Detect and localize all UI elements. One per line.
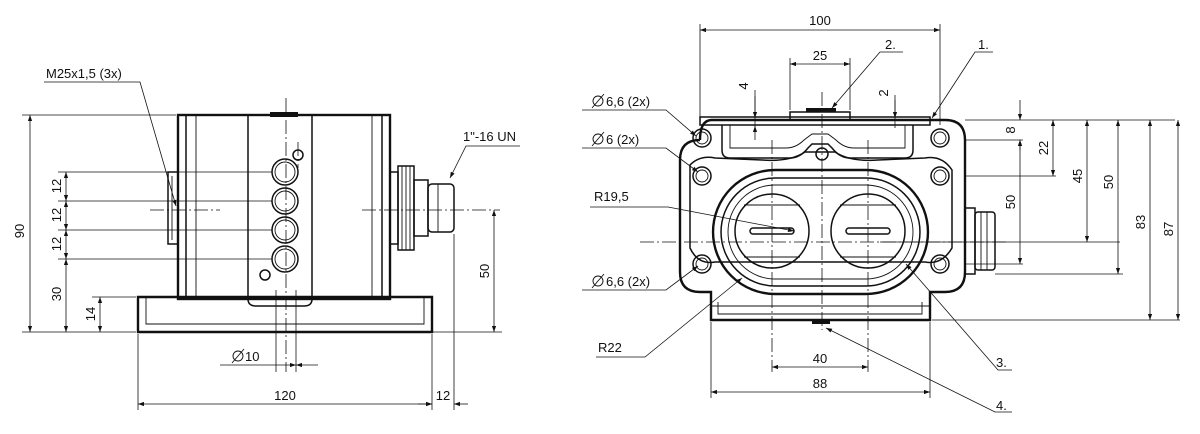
dim-100: 100 bbox=[809, 13, 831, 28]
dim-22: 22 bbox=[1036, 141, 1051, 155]
dim-12c: 12 bbox=[49, 237, 64, 251]
diameter-10-label: 10 bbox=[231, 348, 259, 364]
dim-50-right: 50 bbox=[1101, 175, 1116, 189]
dim-50-left: 50 bbox=[477, 264, 492, 278]
dim-dia-66-bottom: 6,6 (2x) bbox=[606, 274, 650, 289]
dim-dia-10: 10 bbox=[245, 349, 259, 364]
thread-m25-label: M25x1,5 (3x) bbox=[46, 66, 122, 81]
dim-90: 90 bbox=[12, 224, 27, 238]
dim-4: 4 bbox=[736, 82, 751, 89]
dim-83: 83 bbox=[1133, 215, 1148, 229]
dim-25: 25 bbox=[813, 48, 827, 63]
dim-8: 8 bbox=[1003, 126, 1018, 133]
dim-30: 30 bbox=[49, 287, 64, 301]
diameter-6-label: 6 (2x) bbox=[591, 131, 639, 147]
dim-2: 2 bbox=[876, 89, 891, 96]
dim-40: 40 bbox=[813, 351, 827, 366]
dim-dia-66-top: 6,6 (2x) bbox=[606, 94, 650, 109]
dim-dia-6: 6 (2x) bbox=[606, 132, 639, 147]
dim-50-inner: 50 bbox=[1003, 195, 1018, 209]
dim-12-right: 12 bbox=[436, 388, 450, 403]
dim-120: 120 bbox=[274, 388, 296, 403]
radius-195-label: R19,5 bbox=[594, 189, 629, 204]
diameter-66-top-label: 6,6 (2x) bbox=[591, 93, 650, 109]
side-view: M25x1,5 (3x) 1"-16 UN 90 12 12 12 30 14 … bbox=[12, 66, 520, 410]
dim-45: 45 bbox=[1070, 169, 1085, 183]
dim-12b: 12 bbox=[49, 208, 64, 222]
radius-22-label: R22 bbox=[598, 340, 622, 355]
callout-1: 1. bbox=[978, 37, 989, 52]
callout-4: 4. bbox=[996, 398, 1007, 413]
dim-14: 14 bbox=[83, 307, 98, 321]
front-view: 100 25 4 2 8 50 22 45 50 83 87 40 88 6,6… bbox=[582, 13, 1181, 413]
dim-88: 88 bbox=[813, 376, 827, 391]
diameter-66-bottom-label: 6,6 (2x) bbox=[591, 273, 650, 289]
dim-12a: 12 bbox=[49, 179, 64, 193]
callout-3: 3. bbox=[996, 355, 1007, 370]
callout-2: 2. bbox=[885, 37, 896, 52]
dim-87: 87 bbox=[1161, 222, 1176, 236]
thread-un-label: 1"-16 UN bbox=[463, 129, 516, 144]
